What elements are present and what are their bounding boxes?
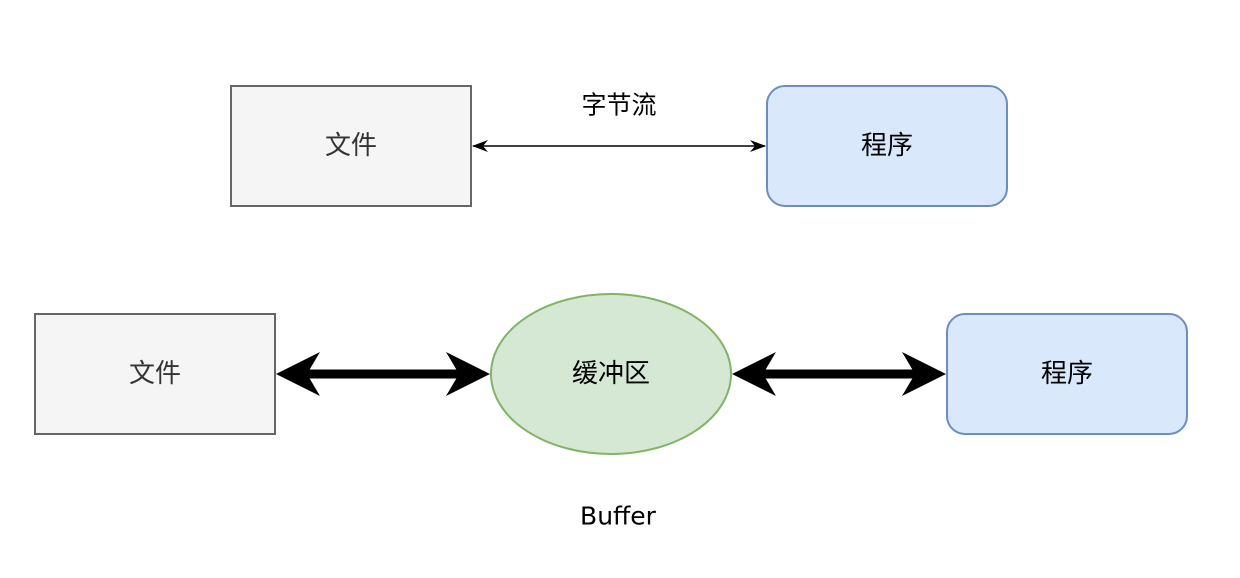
top-program-node[interactable]: [766, 85, 1008, 207]
byte-stream-label: 字节流: [581, 91, 656, 120]
top-file-node[interactable]: [230, 85, 472, 207]
file-buffer-arrowhead-left: [276, 352, 320, 396]
top-file-label: 文件: [325, 131, 377, 161]
bottom-file-node[interactable]: [34, 313, 276, 435]
buffer-caption: Buffer: [580, 502, 657, 531]
buffer-program-arrow[interactable]: [732, 352, 946, 396]
file-buffer-arrow[interactable]: [276, 352, 490, 396]
bottom-file-label: 文件: [129, 359, 181, 389]
buffer-program-arrowhead-left: [732, 352, 776, 396]
top-flow: 文件 程序 字节流: [230, 85, 1008, 207]
buffer-label: 缓冲区: [572, 359, 650, 389]
bottom-flow: 文件 缓冲区 程序 Buffer: [34, 293, 1188, 531]
bottom-program-label: 程序: [1041, 359, 1093, 389]
bottom-program-node[interactable]: [946, 313, 1188, 435]
file-buffer-arrowhead-right: [446, 352, 490, 396]
buffer-node[interactable]: [490, 293, 732, 455]
buffer-program-arrowhead-right: [902, 352, 946, 396]
top-program-label: 程序: [861, 131, 913, 161]
